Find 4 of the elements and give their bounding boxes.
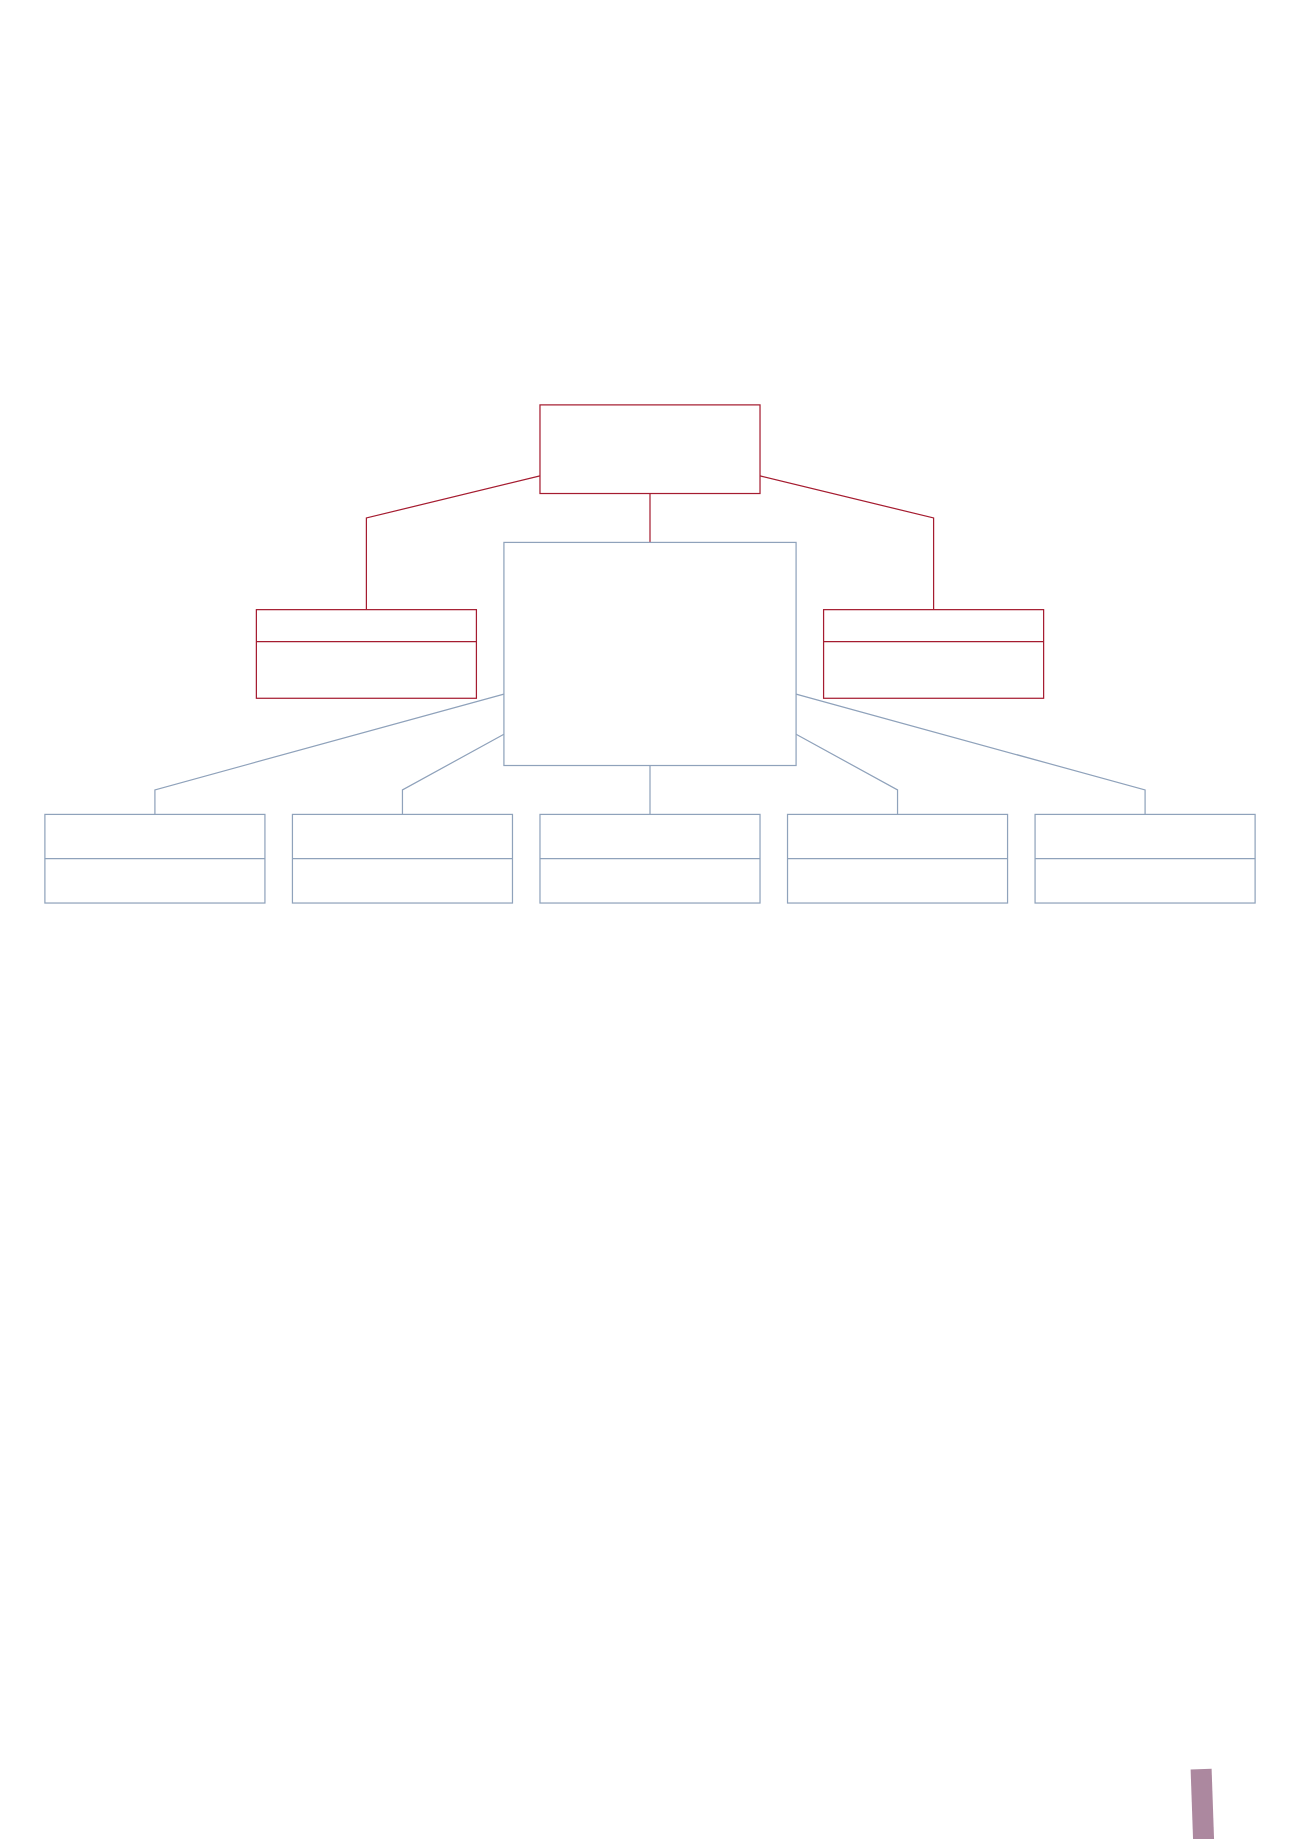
- connector: [649, 764, 651, 815]
- node-box: [503, 541, 797, 767]
- node-box: [539, 404, 761, 495]
- connector: [649, 492, 651, 543]
